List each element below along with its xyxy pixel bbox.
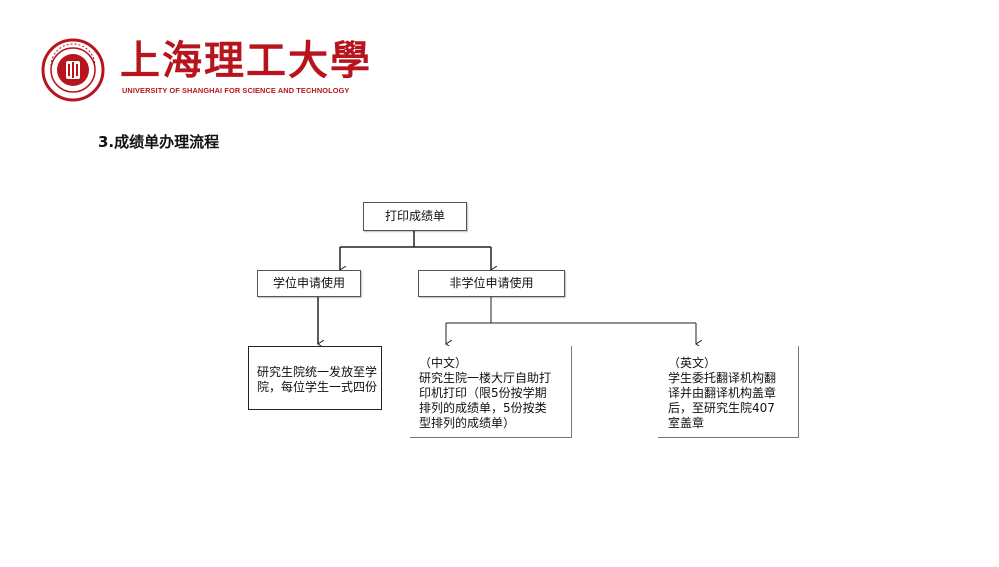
node-degree-use: 学位申请使用 bbox=[257, 270, 361, 297]
connector-nondegree-to-results bbox=[446, 297, 696, 344]
english-result-line-3: 译并由翻译机构盖章 bbox=[668, 386, 777, 400]
degree-result-line-1: 研究生院统一发放至学 bbox=[257, 365, 378, 379]
university-name-en: UNIVERSITY OF SHANGHAI FOR SCIENCE AND T… bbox=[122, 86, 350, 95]
university-seal-icon bbox=[41, 38, 105, 102]
node-chinese-result: （中文） 研究生院一楼大厅自助打 印机打印（限5份按学期 排列的成绩单，5份按类… bbox=[410, 346, 572, 438]
english-result-line-5: 室盖章 bbox=[668, 416, 705, 430]
chinese-result-line-2: 研究生院一楼大厅自助打 bbox=[419, 371, 552, 385]
page-title: 3.成绩单办理流程 bbox=[98, 133, 220, 151]
chinese-result-line-3: 印机打印（限5份按学期 bbox=[419, 386, 547, 400]
node-degree-result: 研究生院统一发放至学 院，每位学生一式四份 bbox=[248, 346, 382, 410]
english-result-line-2: 学生委托翻译机构翻 bbox=[668, 371, 777, 385]
node-print-transcript: 打印成绩单 bbox=[363, 202, 467, 231]
english-result-line-1: （英文） bbox=[668, 356, 717, 370]
english-result-line-4: 后，至研究生院407 bbox=[668, 401, 775, 415]
chinese-result-line-4: 排列的成绩单，5份按类 bbox=[419, 401, 547, 415]
degree-result-line-2: 院，每位学生一式四份 bbox=[257, 380, 378, 394]
university-name-cn: 上海理工大學 bbox=[120, 37, 372, 84]
node-english-result: （英文） 学生委托翻译机构翻 译并由翻译机构盖章 后，至研究生院407 室盖章 bbox=[658, 346, 799, 438]
node-non-degree-use: 非学位申请使用 bbox=[418, 270, 565, 297]
connector-root-to-branches bbox=[340, 231, 491, 270]
node-print-transcript-label: 打印成绩单 bbox=[384, 209, 445, 223]
chinese-result-line-1: （中文） bbox=[419, 356, 468, 370]
node-non-degree-use-label: 非学位申请使用 bbox=[449, 276, 534, 290]
node-degree-use-label: 学位申请使用 bbox=[272, 276, 345, 290]
chinese-result-line-5: 型排列的成绩单） bbox=[419, 416, 516, 430]
